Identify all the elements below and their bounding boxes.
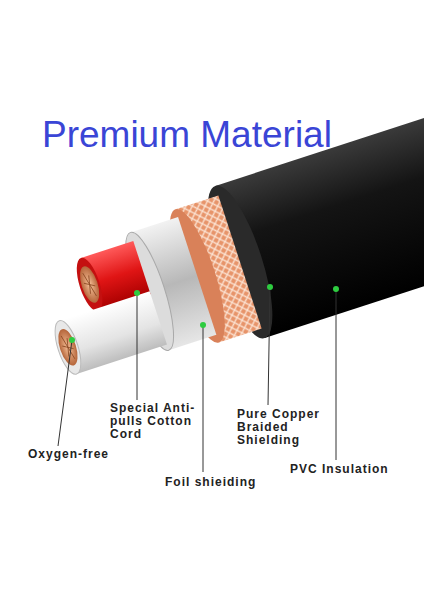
- callout-label: Special Anti-pulls Cotton Cord: [110, 402, 210, 441]
- callout-label: Oxygen-free: [28, 448, 109, 461]
- callout-label: Foil shieiding: [165, 476, 256, 489]
- callout-label: Pure Copper Braided Shielding: [237, 408, 337, 447]
- diagram-title: Premium Material: [42, 114, 332, 156]
- callout-label: PVC Insulation: [290, 463, 389, 476]
